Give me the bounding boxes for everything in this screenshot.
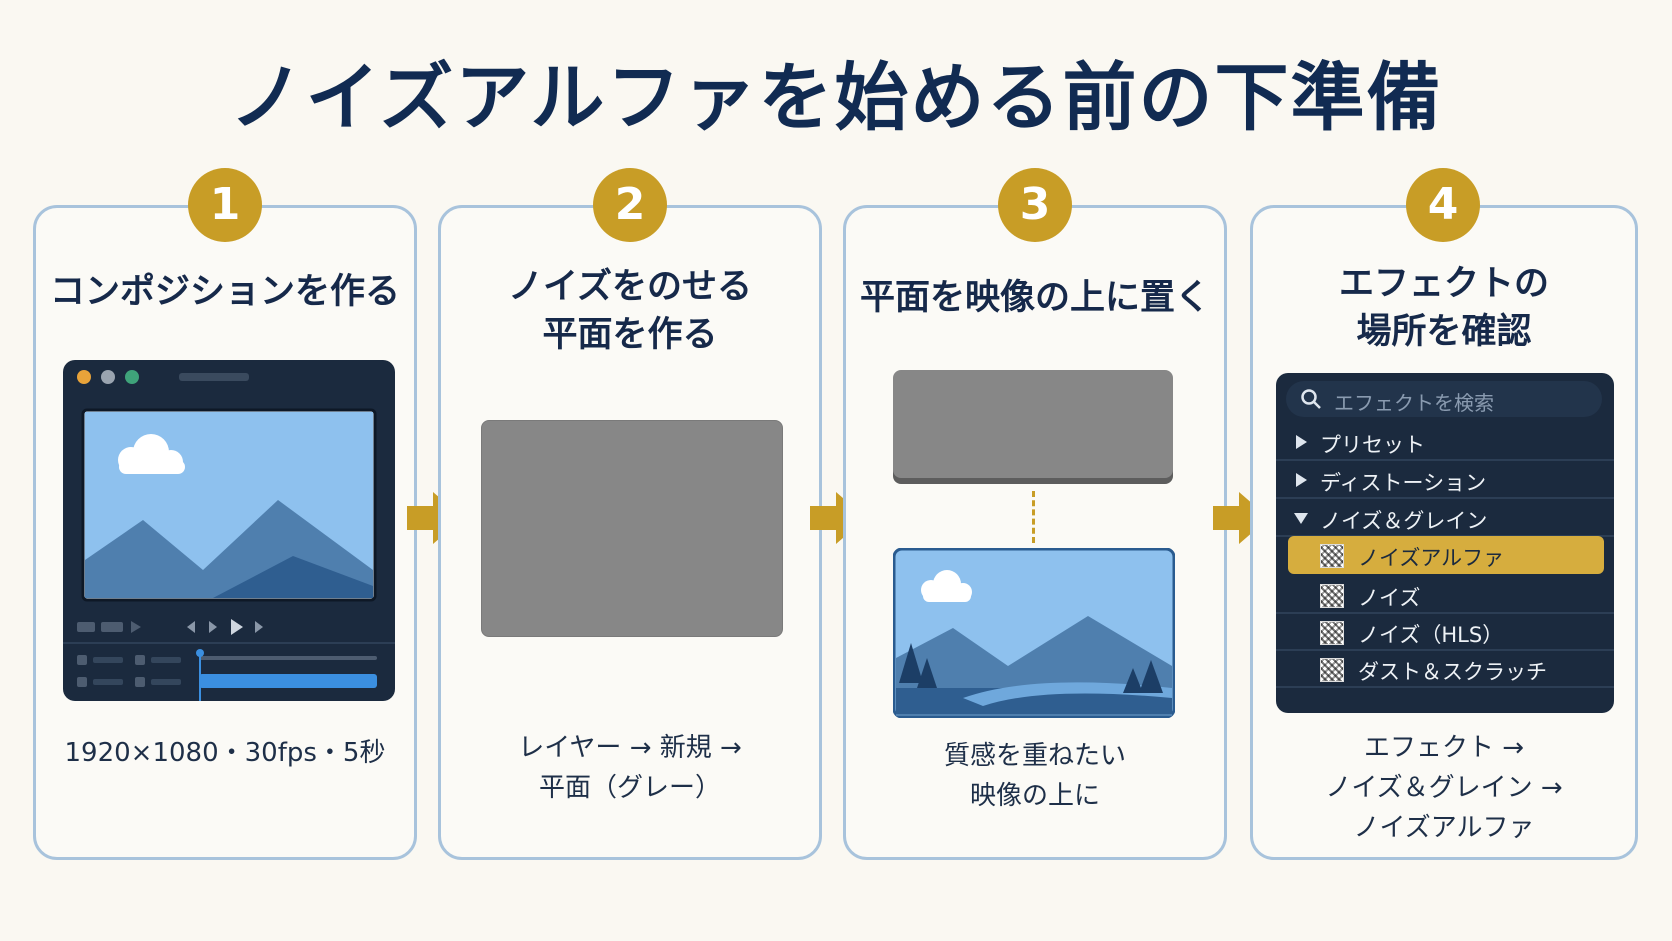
effects-search-input[interactable]: エフェクトを検索 — [1286, 381, 1602, 417]
step-caption: レイヤー → 新規 → 平面（グレー） — [518, 733, 742, 803]
prev-frame-icon — [187, 621, 195, 633]
step-card-1: コンポジションを作る — [33, 205, 417, 860]
arrow-right-icon — [1213, 492, 1269, 544]
step-number-badge-4: 4 — [1406, 168, 1480, 242]
window-close-dot — [77, 370, 91, 384]
play-icon — [231, 619, 243, 635]
video-layer-thumbnail — [893, 548, 1175, 718]
triangle-down-icon — [1294, 513, 1308, 524]
arrow-right-icon — [810, 492, 866, 544]
skip-icon — [255, 621, 263, 633]
search-icon — [1301, 389, 1321, 409]
step-number-badge-2: 2 — [593, 168, 667, 242]
composition-preview — [63, 408, 395, 701]
arrow-right-icon — [407, 492, 463, 544]
next-frame-icon — [209, 621, 217, 633]
gray-solid-plane — [481, 420, 783, 637]
effect-category-distortion[interactable]: ディストーション — [1276, 461, 1614, 499]
step-number-badge-3: 3 — [998, 168, 1072, 242]
effect-item-noise[interactable]: ノイズ — [1276, 576, 1614, 614]
step-title: エフェクトの 場所を確認 — [1338, 264, 1549, 352]
layer-bar — [199, 674, 377, 688]
noise-icon — [1320, 584, 1344, 608]
mountain-icon — [85, 500, 373, 598]
noise-icon — [1320, 621, 1344, 645]
composition-window — [63, 360, 395, 701]
step-card-4: エフェクトの 場所を確認 エフェクトを検索 プリセット ディストーション ノイズ… — [1250, 205, 1638, 860]
step-number-badge-1: 1 — [188, 168, 262, 242]
effect-item-dust-scratches[interactable]: ダスト＆スクラッチ — [1276, 650, 1614, 688]
effect-item-noise-alpha[interactable]: ノイズアルファ — [1288, 536, 1604, 574]
window-title-bar-placeholder — [179, 373, 249, 381]
noise-icon — [1320, 544, 1344, 568]
window-minimize-dot — [101, 370, 115, 384]
step-card-2: ノイズをのせる 平面を作る レイヤー → 新規 → 平面（グレー） — [438, 205, 822, 860]
triangle-right-icon — [1296, 435, 1307, 449]
step-title: 平面を映像の上に置く — [859, 278, 1210, 318]
step-caption: 1920×1080・30fps・5秒 — [64, 738, 386, 768]
mountain-icon — [896, 616, 1172, 716]
page-title: ノイズアルファを始める前の下準備 — [229, 55, 1443, 141]
step-title: コンポジションを作る — [49, 272, 400, 312]
effect-category-noise-grain[interactable]: ノイズ＆グレイン — [1276, 499, 1614, 537]
step-caption: エフェクト → ノイズ＆グレイン → ノイズアルファ — [1325, 733, 1563, 843]
gray-solid-plane — [893, 370, 1173, 478]
effects-panel: エフェクトを検索 プリセット ディストーション ノイズ＆グレイン ノイズアルファ… — [1276, 373, 1614, 713]
step-card-3: 平面を映像の上に置く 質感を重ねたい 映像の上に — [843, 205, 1227, 860]
step-caption: 質感を重ねたい 映像の上に — [943, 741, 1126, 811]
placement-connector — [1032, 491, 1035, 543]
cloud-icon — [921, 570, 972, 602]
step-title: ノイズをのせる 平面を作る — [508, 267, 752, 355]
search-placeholder: エフェクトを検索 — [1334, 391, 1494, 415]
effect-item-noise-hls[interactable]: ノイズ（HLS） — [1276, 613, 1614, 651]
effect-category-presets[interactable]: プリセット — [1276, 423, 1614, 461]
noise-icon — [1320, 658, 1344, 682]
window-maximize-dot — [125, 370, 139, 384]
triangle-right-icon — [1296, 473, 1307, 487]
cloud-icon — [118, 434, 185, 474]
